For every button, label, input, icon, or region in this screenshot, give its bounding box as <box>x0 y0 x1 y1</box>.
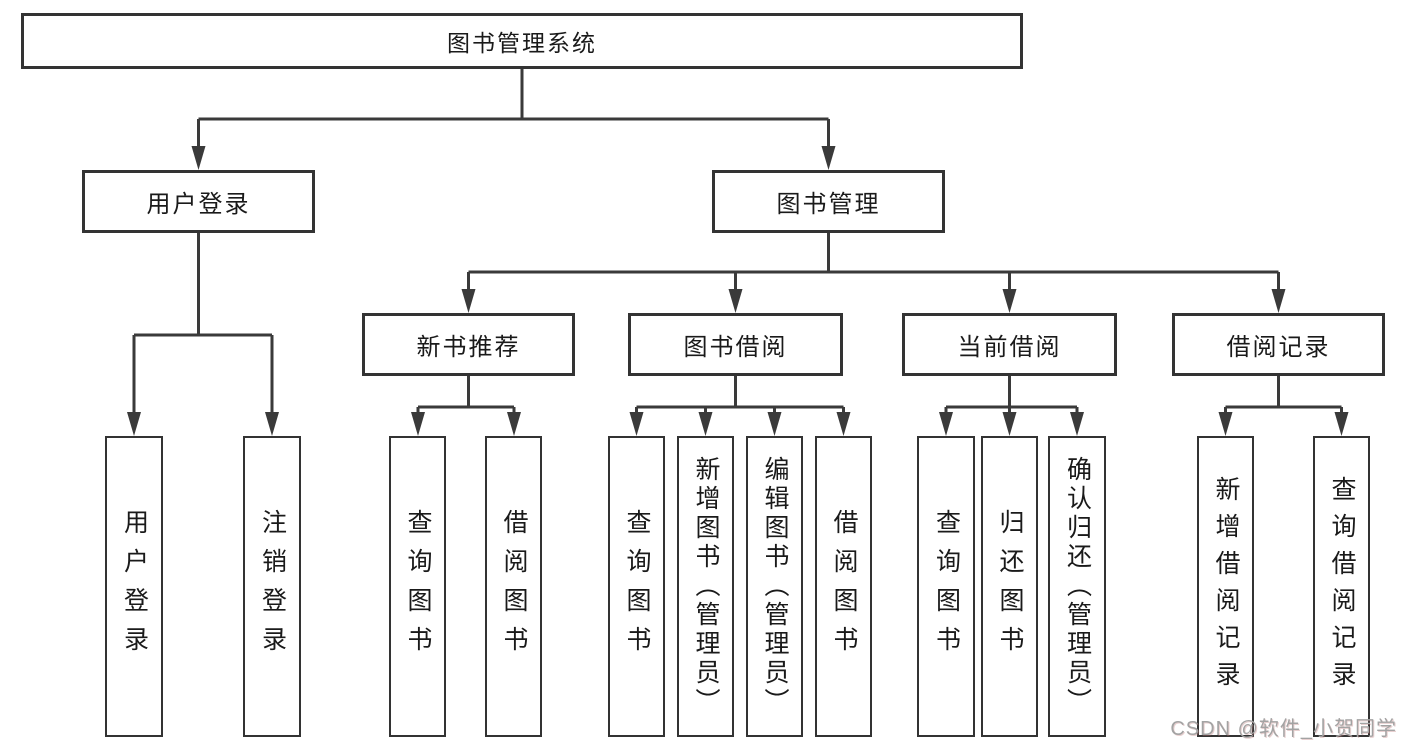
leaf-label: 查询图书 <box>623 508 651 665</box>
node-leaf-add-book-admin: 新增图书（管理员） <box>677 436 734 737</box>
leaf-label: 借阅图书 <box>500 508 528 665</box>
node-leaf-return-books: 归还图书 <box>981 436 1038 737</box>
node-leaf-query-books-2: 查询图书 <box>608 436 665 737</box>
leaf-label: 查询借阅记录 <box>1328 475 1356 698</box>
watermark-text: CSDN @软件_小贺同学 <box>1170 718 1397 740</box>
node-leaf-query-books-3: 查询图书 <box>917 436 975 737</box>
node-leaf-confirm-return-admin: 确认归还（管理员） <box>1048 436 1106 737</box>
leaf-label: 查询图书 <box>932 508 961 665</box>
leaf-label: 新增图书（管理员） <box>692 456 720 717</box>
node-leaf-query-borrow-record: 查询借阅记录 <box>1313 436 1370 737</box>
arrowheads <box>127 146 1349 436</box>
node-book-management: 图书管理 <box>712 170 945 233</box>
leaf-label: 编辑图书（管理员） <box>761 456 789 717</box>
leaf-label: 新增借阅记录 <box>1212 475 1240 698</box>
leaf-label: 归还图书 <box>996 508 1024 665</box>
node-leaf-borrow-books-1: 借阅图书 <box>485 436 542 737</box>
node-current-borrowing: 当前借阅 <box>902 313 1117 376</box>
node-user-login: 用户登录 <box>82 170 315 233</box>
node-leaf-logout: 注销登录 <box>243 436 301 737</box>
leaf-label: 用户登录 <box>120 508 149 665</box>
node-leaf-add-borrow-record: 新增借阅记录 <box>1197 436 1254 737</box>
node-leaf-borrow-books-2: 借阅图书 <box>815 436 872 737</box>
leaf-label: 注销登录 <box>258 508 287 665</box>
node-new-book-recommend: 新书推荐 <box>362 313 575 376</box>
node-leaf-query-books-1: 查询图书 <box>389 436 446 737</box>
leaf-label: 确认归还（管理员） <box>1063 456 1092 717</box>
node-book-management-system: 图书管理系统 <box>21 13 1023 69</box>
node-book-borrowing: 图书借阅 <box>628 313 843 376</box>
leaf-label: 借阅图书 <box>830 508 858 665</box>
node-borrowing-records: 借阅记录 <box>1172 313 1385 376</box>
node-leaf-user-login: 用户登录 <box>105 436 163 737</box>
node-leaf-edit-book-admin: 编辑图书（管理员） <box>746 436 803 737</box>
leaf-label: 查询图书 <box>404 508 432 665</box>
